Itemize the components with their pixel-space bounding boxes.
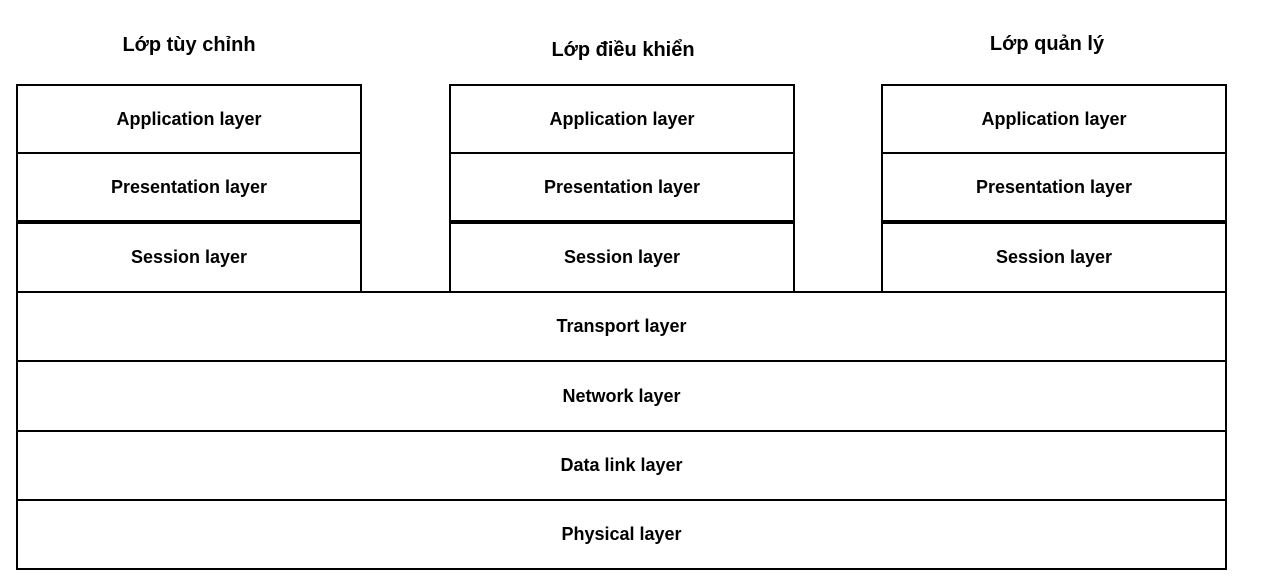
network-layer-label: Network layer bbox=[562, 385, 681, 406]
column-title-control: Lớp điều khiển bbox=[551, 39, 695, 61]
application-layer-box: Application layer bbox=[16, 84, 362, 154]
data-link-layer-label: Data link layer bbox=[560, 455, 683, 475]
application-layer-box: Application layer bbox=[449, 84, 795, 154]
session-layer-box: Session layer bbox=[881, 222, 1227, 293]
presentation-layer-box: Presentation layer bbox=[881, 152, 1227, 222]
session-layer-label: Session layer bbox=[995, 247, 1113, 267]
session-layer-box: Session layer bbox=[16, 222, 362, 293]
session-layer-label: Session layer bbox=[563, 247, 681, 267]
application-layer-label: Application layer bbox=[981, 108, 1127, 129]
transport-layer-box: Transport layer bbox=[16, 291, 1227, 362]
presentation-layer-box: Presentation layer bbox=[449, 152, 795, 222]
column-title-custom: Lớp tùy chỉnh bbox=[122, 34, 256, 56]
application-layer-label: Application layer bbox=[116, 108, 262, 129]
application-layer-box: Application layer bbox=[881, 84, 1227, 154]
physical-layer-box: Physical layer bbox=[16, 499, 1227, 570]
column-title-management: Lớp quản lý bbox=[989, 33, 1105, 55]
data-link-layer-box: Data link layer bbox=[16, 430, 1227, 501]
session-layer-label: Session layer bbox=[130, 247, 248, 267]
application-layer-label: Application layer bbox=[549, 108, 695, 129]
session-layer-box: Session layer bbox=[449, 222, 795, 293]
network-layer-box: Network layer bbox=[16, 360, 1227, 432]
presentation-layer-label: Presentation layer bbox=[975, 176, 1133, 197]
transport-layer-label: Transport layer bbox=[556, 316, 687, 336]
physical-layer-label: Physical layer bbox=[561, 524, 682, 544]
presentation-layer-label: Presentation layer bbox=[543, 176, 701, 197]
presentation-layer-label: Presentation layer bbox=[110, 176, 268, 197]
presentation-layer-box: Presentation layer bbox=[16, 152, 362, 222]
